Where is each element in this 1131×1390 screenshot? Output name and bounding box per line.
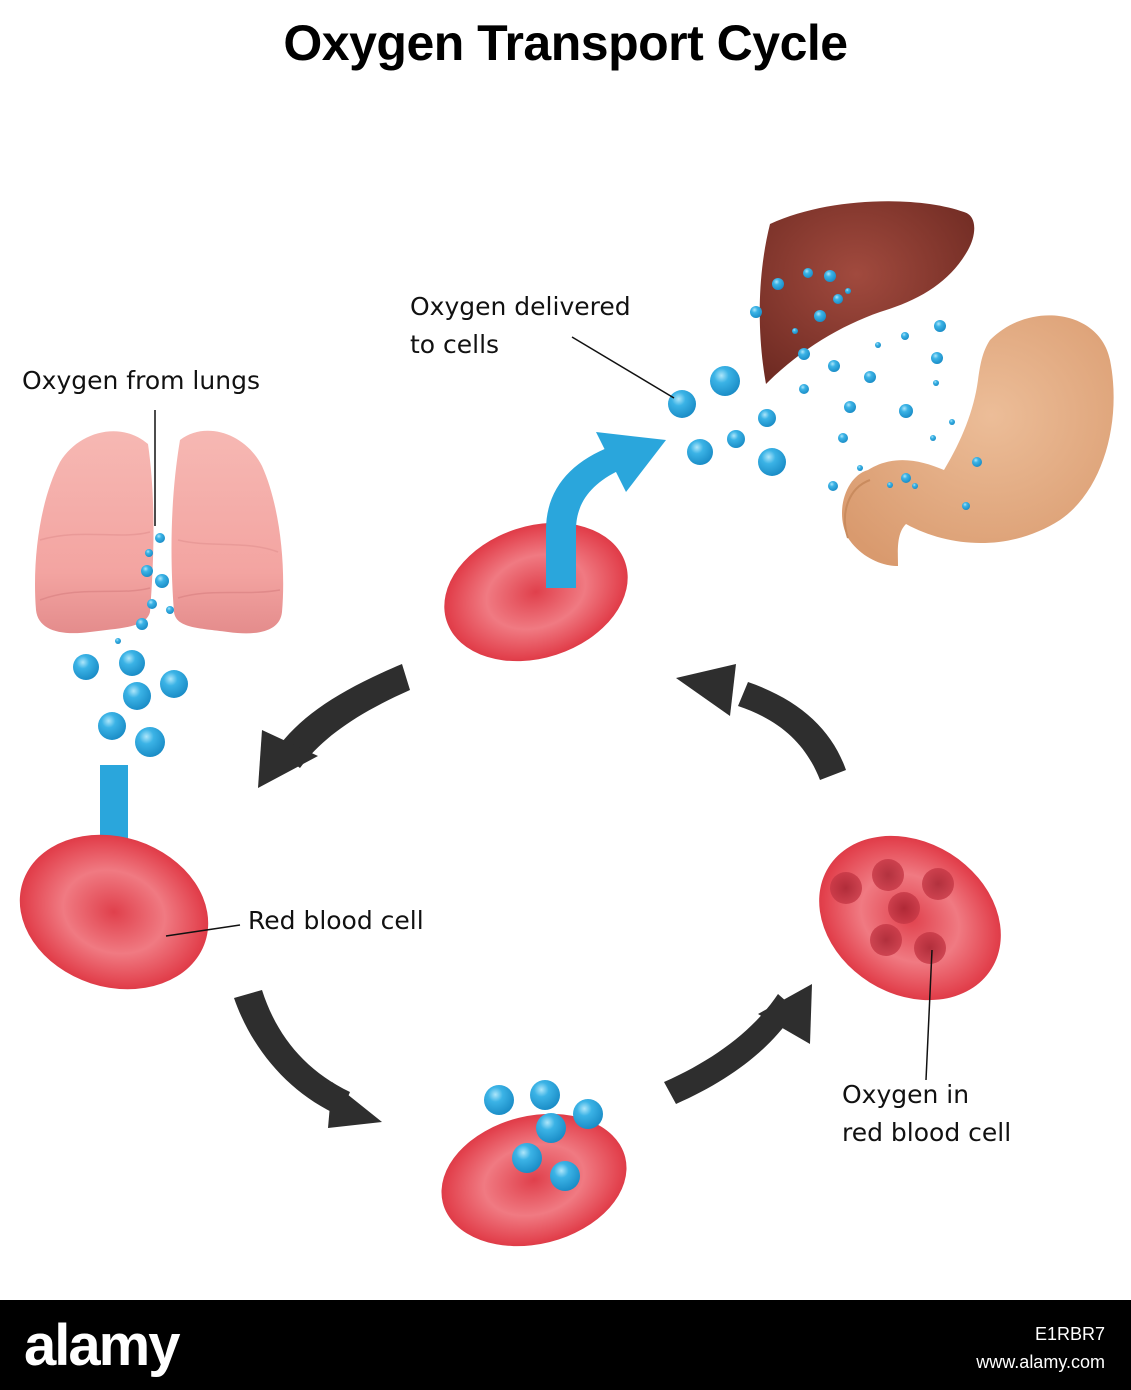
label-oxygen-from-lungs: Oxygen from lungs	[22, 366, 260, 395]
red-blood-cell-right-icon	[819, 835, 1001, 1001]
rbc-label-pointer-line	[165, 924, 241, 937]
cycle-arrow-bottom-right-icon	[664, 984, 812, 1104]
lungs-icon	[35, 430, 284, 634]
image-id: E1RBR7	[1034, 1324, 1105, 1344]
cycle-arrow-top-left-icon	[258, 664, 410, 788]
oxygen-in-rbc-pointer-line	[925, 949, 933, 1081]
cycle-arrow-top-right-icon	[676, 664, 846, 780]
red-blood-cell-top-icon	[444, 522, 628, 662]
red-blood-cell-bottom-icon	[441, 1113, 627, 1247]
footer-bar: alamy E1RBR7 www.alamy.com	[0, 1300, 1131, 1390]
red-blood-cell-left-icon	[19, 834, 209, 990]
oxygen-delivered-pointer-line	[571, 336, 675, 399]
brand-logo: alamy	[24, 1313, 180, 1378]
label-oxygen-delivered-line1: Oxygen delivered	[410, 292, 631, 321]
cycle-arrow-bottom-left-icon	[234, 990, 382, 1128]
label-red-blood-cell: Red blood cell	[248, 906, 424, 935]
label-oxygen-in-rbc-line2: red blood cell	[842, 1118, 1012, 1147]
blue-curved-arrow-icon	[546, 432, 666, 588]
label-oxygen-in-rbc: Oxygen in red blood cell	[842, 1076, 1011, 1152]
oxygen-transport-diagram	[19, 201, 1114, 1247]
stomach-icon	[841, 315, 1114, 566]
label-oxygen-in-rbc-line1: Oxygen in	[842, 1080, 970, 1109]
oxygen-bubbles-delivered	[668, 268, 982, 510]
page-title: Oxygen Transport Cycle	[283, 15, 848, 71]
label-oxygen-delivered: Oxygen delivered to cells	[410, 288, 631, 364]
oxygen-bubbles-binding	[484, 1080, 603, 1191]
oxygen-bubbles-lungs	[73, 533, 188, 757]
image-url: www.alamy.com	[976, 1352, 1105, 1372]
label-oxygen-delivered-line2: to cells	[410, 330, 500, 359]
liver-icon	[759, 201, 975, 384]
image-id-block: E1RBR7 www.alamy.com	[976, 1320, 1105, 1376]
